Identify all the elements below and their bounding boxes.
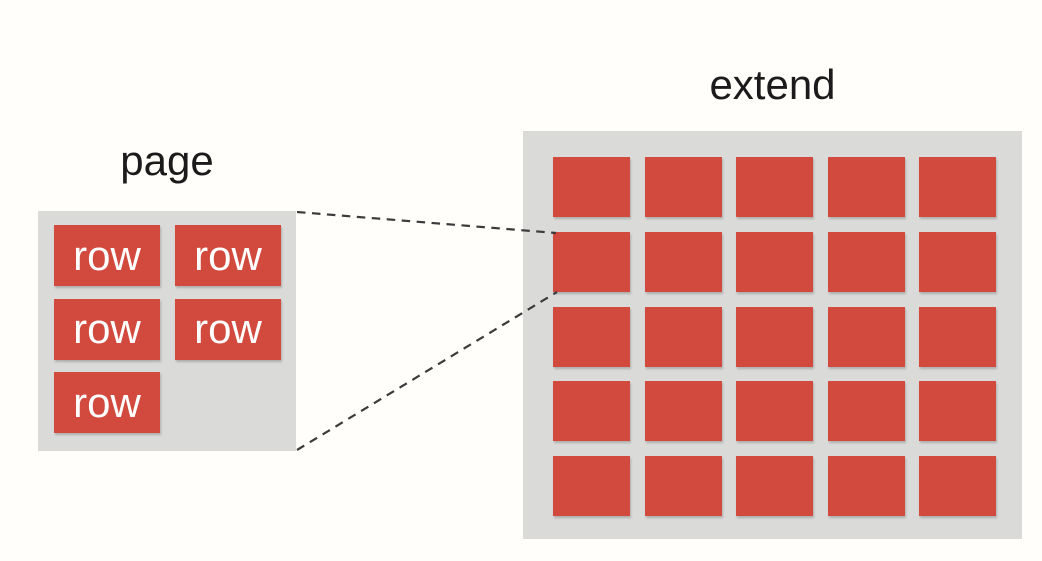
grid-cell xyxy=(827,231,905,292)
row-box: row xyxy=(54,372,160,433)
grid-cell xyxy=(553,231,630,292)
page-label: page xyxy=(120,137,214,184)
row-box: row xyxy=(175,225,281,286)
grid-cell xyxy=(736,456,813,516)
grid-cell xyxy=(644,456,722,516)
grid-cell xyxy=(736,157,813,217)
connector-line-bottom xyxy=(296,291,558,451)
grid-cell xyxy=(553,306,630,367)
grid-cell xyxy=(736,381,813,442)
grid-cell xyxy=(827,306,905,367)
grid-cell xyxy=(827,381,905,442)
grid-cell xyxy=(919,306,996,367)
grid-cell xyxy=(644,157,722,217)
extend-label: extend xyxy=(709,61,836,108)
connector-line-top xyxy=(296,210,557,235)
grid-cell xyxy=(644,381,722,442)
grid-cell xyxy=(553,456,630,516)
grid-cell xyxy=(644,306,722,367)
grid-cell xyxy=(553,157,630,217)
grid-cell xyxy=(644,231,722,292)
grid-cell xyxy=(827,157,905,217)
extend-panel xyxy=(523,131,1022,539)
grid-cell xyxy=(827,456,905,516)
grid-cell xyxy=(919,456,996,516)
grid-cell xyxy=(736,306,813,367)
row-box: row xyxy=(54,225,160,286)
grid-cell xyxy=(736,231,813,292)
grid-cell xyxy=(919,157,996,217)
grid-cell xyxy=(553,381,630,442)
row-box: row xyxy=(175,298,281,360)
grid-cell xyxy=(919,381,996,442)
grid-cell xyxy=(919,231,996,292)
row-box: row xyxy=(54,298,160,360)
